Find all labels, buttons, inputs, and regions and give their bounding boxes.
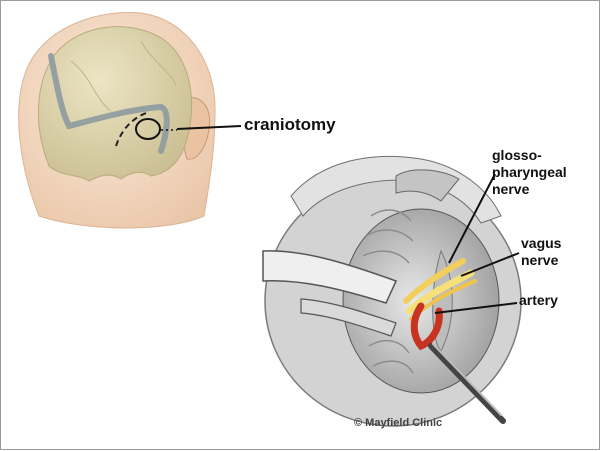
craniotomy-leader-line <box>176 125 242 130</box>
glossopharyngeal-leader <box>448 173 496 264</box>
skull-suture <box>70 40 177 112</box>
surgical-instrument <box>428 343 506 424</box>
artery-vessel <box>410 302 443 351</box>
dura-flap <box>395 169 460 202</box>
label-glossopharyngeal-line1: glosso- <box>492 147 542 163</box>
brain-retractor <box>262 250 398 304</box>
vagus-nerve <box>405 269 475 315</box>
incision-dashed <box>115 112 147 147</box>
label-glossopharyngeal-line2: pharyngeal <box>492 164 567 180</box>
surgical-instrument-highlight <box>432 343 502 416</box>
copyright-credit: © Mayfield Clinic <box>354 417 443 429</box>
label-vagus-nerve: vagus nerve <box>521 235 561 269</box>
scalp-flap-top <box>290 155 502 224</box>
label-vagus-line1: vagus <box>521 235 562 251</box>
label-glossopharyngeal-line3: nerve <box>492 181 530 197</box>
label-artery: artery <box>519 292 558 308</box>
retractor-blade <box>300 298 397 337</box>
label-craniotomy: craniotomy <box>244 115 336 134</box>
cerebellum-folds <box>362 209 414 374</box>
head-illustration <box>18 12 242 229</box>
glossopharyngeal-nerve <box>403 258 466 304</box>
label-vagus-line2: nerve <box>521 252 559 268</box>
incision-line <box>48 53 170 154</box>
craniotomy-site <box>135 118 161 140</box>
label-glossopharyngeal-nerve: glosso- pharyngeal nerve <box>492 147 567 198</box>
artery-leader <box>434 302 518 314</box>
surgical-view <box>262 155 522 427</box>
vagus-leader <box>460 252 520 277</box>
